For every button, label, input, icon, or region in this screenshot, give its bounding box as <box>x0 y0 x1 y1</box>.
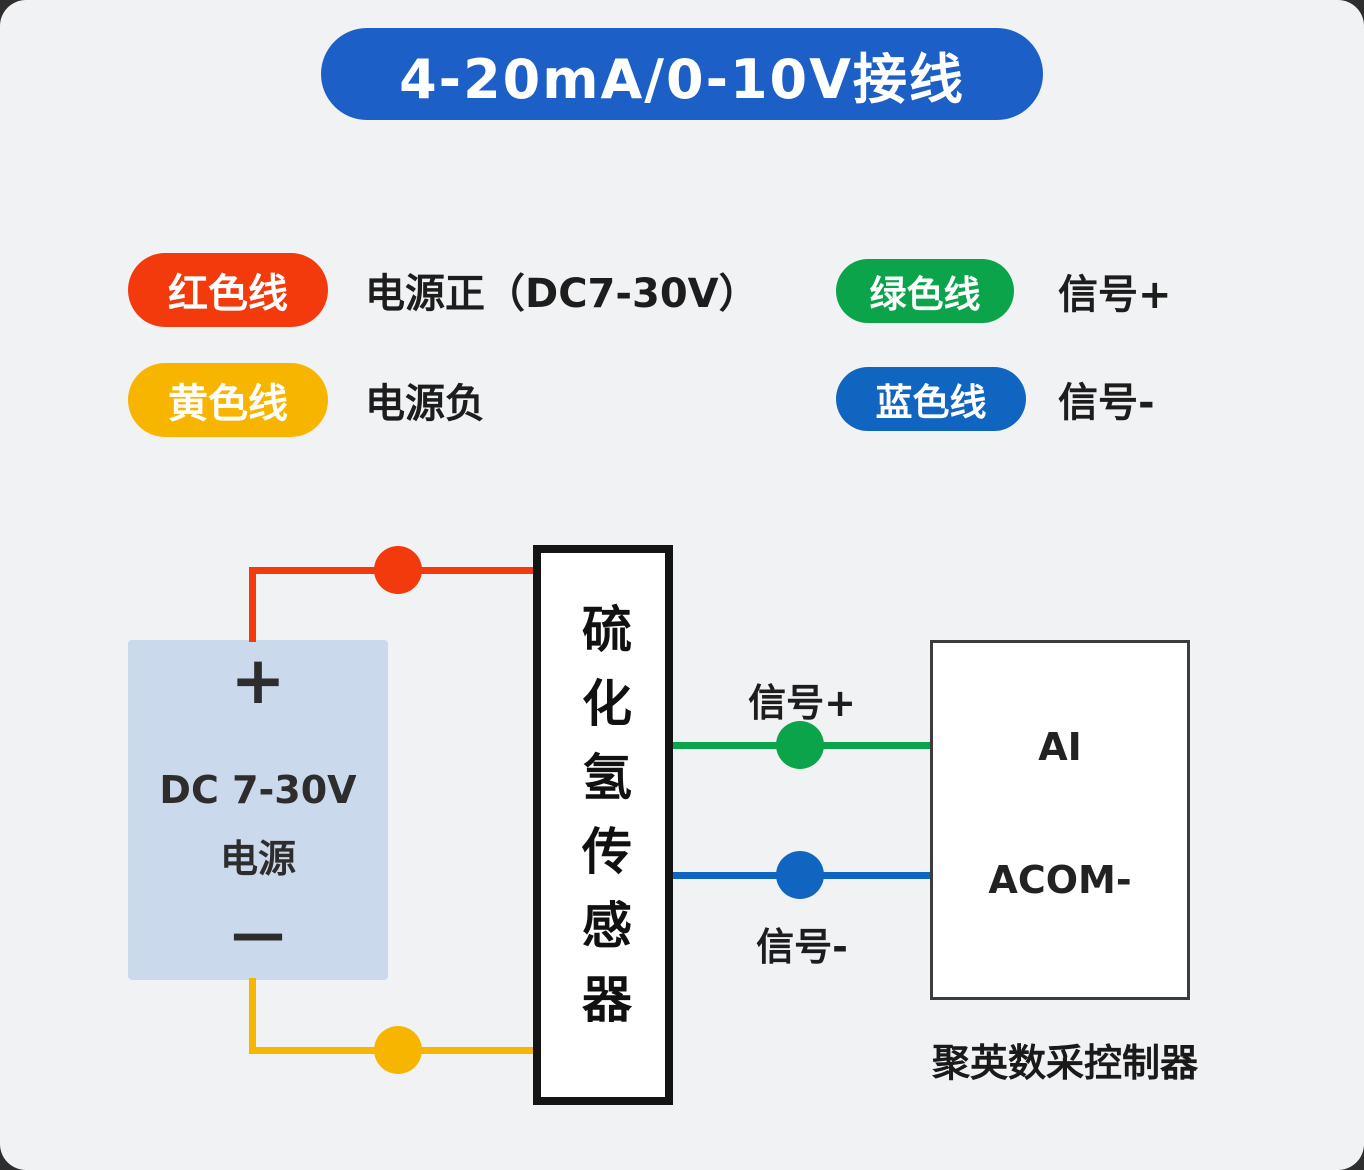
power-label-line1: DC 7-30V <box>159 768 357 812</box>
yellow-connection-dot <box>374 1026 422 1074</box>
yellow-wire-vertical <box>249 978 256 1053</box>
power-plus-terminal: + <box>230 642 286 719</box>
legend-pill-blue: 蓝色线 <box>836 367 1026 431</box>
legend-pill-green: 绿色线 <box>836 259 1014 323</box>
controller-box: AI ACOM- <box>930 640 1190 1000</box>
blue-connection-dot <box>776 851 824 899</box>
legend-pill-red: 红色线 <box>128 253 328 327</box>
terminal-acom: ACOM- <box>988 858 1132 902</box>
legend-desc-green: 信号+ <box>1058 272 1172 318</box>
green-connection-dot <box>776 721 824 769</box>
title-banner: 4-20mA/0-10V接线 <box>321 28 1043 120</box>
red-connection-dot <box>374 546 422 594</box>
legend-desc-yellow: 电源负 <box>365 381 485 427</box>
legend-desc-red: 电源正（DC7-30V） <box>365 271 759 317</box>
legend-desc-blue: 信号- <box>1058 380 1155 426</box>
legend-pill-yellow: 黄色线 <box>128 363 328 437</box>
terminal-ai: AI <box>1038 725 1082 769</box>
signal-minus-label: 信号- <box>756 925 848 969</box>
power-supply-box: + DC 7-30V 电源 — <box>128 640 388 980</box>
sensor-label: 硫化氢传感器 <box>574 603 632 1047</box>
controller-caption: 聚英数采控制器 <box>931 1041 1198 1085</box>
sensor-box: 硫化氢传感器 <box>533 545 673 1105</box>
signal-plus-label: 信号+ <box>748 681 856 725</box>
power-minus-terminal: — <box>231 902 285 965</box>
power-label-line2: 电源 <box>219 837 296 881</box>
red-wire-vertical <box>249 570 256 642</box>
